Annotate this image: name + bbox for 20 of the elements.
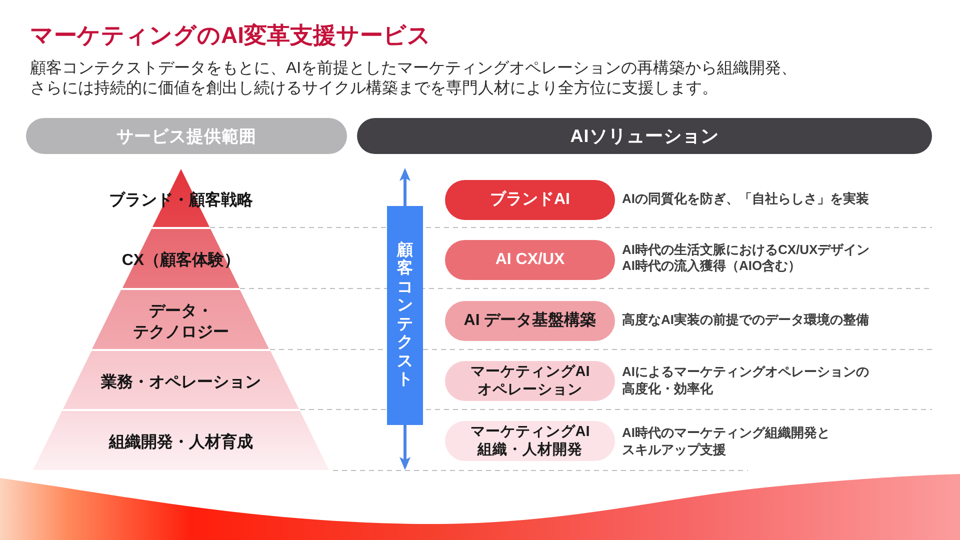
- solution-pill: マーケティングAI組織・人材開発: [445, 421, 615, 461]
- description-text: AI時代の流入獲得（AIO含む）: [622, 258, 802, 274]
- pyramid-layer: 業務・オペレーション: [62, 351, 299, 409]
- solution-pill: マーケティングAIオペレーション: [445, 361, 615, 401]
- solution-pill: ブランドAI: [445, 180, 615, 220]
- pyramid-layer: データ・テクノロジー: [92, 290, 270, 349]
- description-text: AIによるマーケティングオペレーションの高度化・効率化: [622, 364, 869, 397]
- header-bar: AIソリューション: [357, 118, 932, 154]
- label-bar: 顧客コンテクスト: [387, 206, 423, 425]
- description-text: AIの同質化を防ぎ、「自社らしさ」を実装: [622, 191, 869, 208]
- solution-pill: AI CX/UX: [445, 240, 615, 280]
- title: マーケティングのAI変革支援サービス: [30, 21, 431, 50]
- description-text: AI時代の生活文脈におけるCX/UXデザイン: [622, 242, 870, 258]
- solution-pill: AI データ基盤構築: [445, 301, 615, 341]
- pyramid-layer: 組織開発・人材育成: [33, 411, 329, 470]
- header-bar: サービス提供範囲: [26, 118, 347, 154]
- wave-band: [0, 474, 960, 540]
- description-text: AI時代のマーケティング組織開発とスキルアップ支援: [622, 425, 830, 458]
- description-text: 高度なAI実装の前提でのデータ環境の整備: [622, 312, 869, 328]
- intro-text: 顧客コンテクストデータをもとに、AIを前提としたマーケティングオペレーションの再構築から組織開発、さらには持続的に価値を創出し続けるサイクル構築までを専門人材により全方位に支援します。: [30, 59, 798, 99]
